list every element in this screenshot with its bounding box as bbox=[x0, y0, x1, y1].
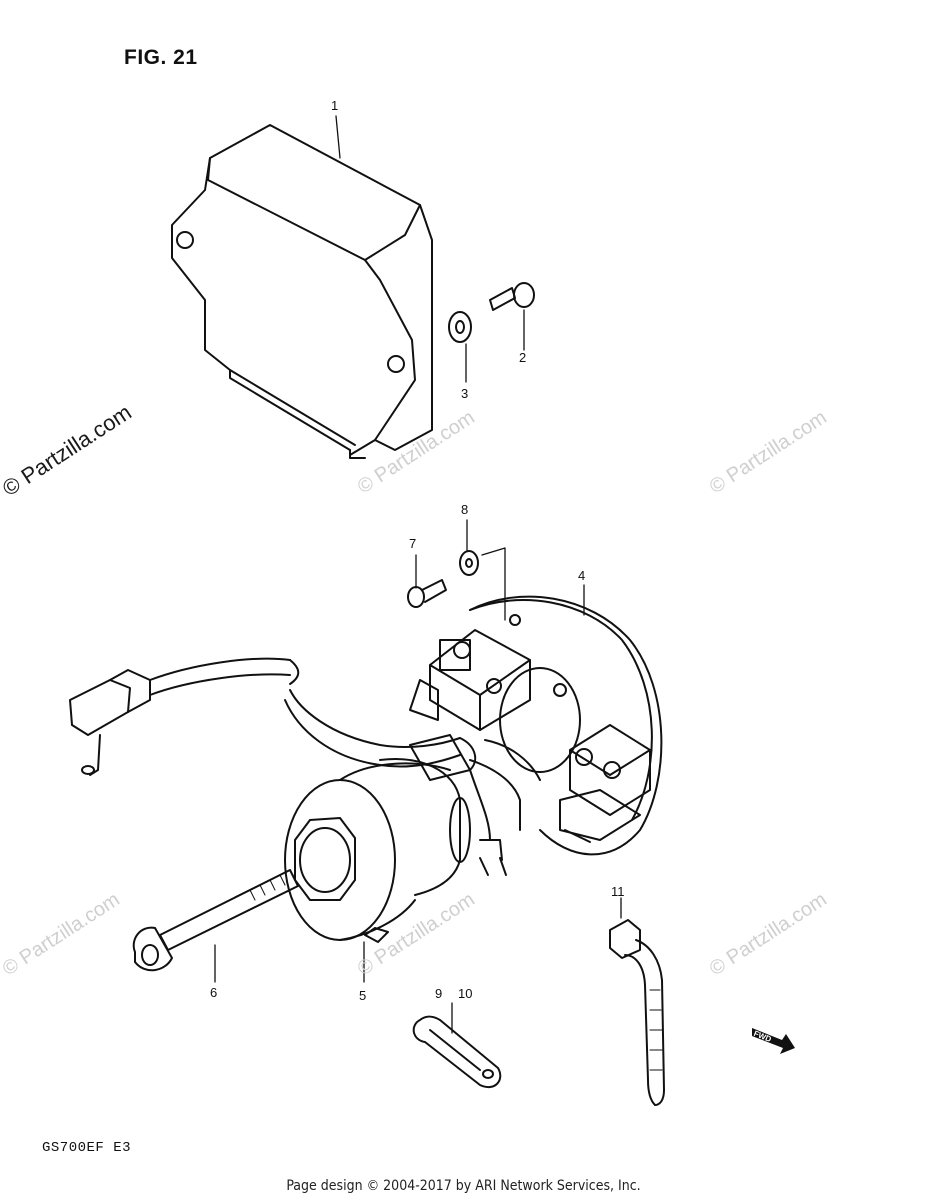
part-7-screw bbox=[407, 554, 447, 608]
callout-9: 9 bbox=[435, 986, 442, 1001]
part-9-10-clamp bbox=[412, 1002, 502, 1088]
part-1-module-box bbox=[171, 124, 433, 459]
callout-7: 7 bbox=[409, 536, 416, 551]
callout-11: 11 bbox=[611, 884, 625, 899]
part-4-base-plate bbox=[409, 595, 663, 856]
part-8-washer bbox=[459, 519, 506, 621]
callout-8: 8 bbox=[461, 502, 468, 517]
callout-4: 4 bbox=[578, 568, 585, 583]
callout-2: 2 bbox=[519, 350, 526, 365]
callout-10: 10 bbox=[458, 986, 472, 1001]
fwd-label: FWD bbox=[752, 1029, 772, 1044]
part-5-rotor bbox=[284, 758, 471, 983]
part-6-bolt bbox=[132, 869, 299, 983]
callout-6: 6 bbox=[210, 985, 217, 1000]
model-code: GS700EF E3 bbox=[42, 1140, 132, 1156]
callout-5: 5 bbox=[359, 988, 366, 1003]
callout-1: 1 bbox=[331, 98, 338, 113]
callout-3: 3 bbox=[461, 386, 468, 401]
part-3-washer bbox=[448, 311, 472, 383]
forward-direction-arrow: FWD bbox=[752, 1028, 795, 1054]
part-2-screw bbox=[489, 282, 535, 351]
figure-title: FIG. 21 bbox=[124, 46, 198, 69]
footer-copyright: Page design © 2004-2017 by ARI Network S… bbox=[286, 1178, 641, 1194]
part-11-cable-tie bbox=[609, 897, 665, 1106]
